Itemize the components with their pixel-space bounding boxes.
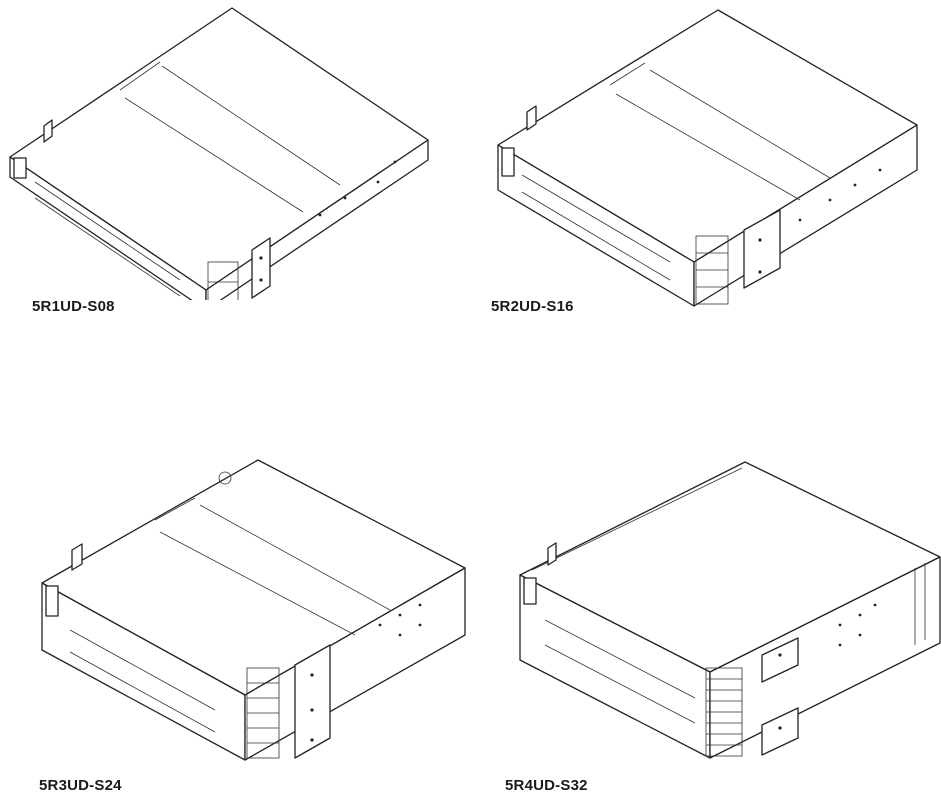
model-label-4: 5R4UD-S32 [505,777,588,794]
model-label-2: 5R2UD-S16 [491,298,574,315]
enclosure-2u-drawing: 5R2UD-S16 [470,0,941,320]
enclosure-3u-drawing: 5R3UD-S24 [0,440,470,804]
enclosure-4u-drawing: 5R4UD-S32 [470,440,941,804]
model-label-3: 5R3UD-S24 [39,777,122,794]
model-label-1: 5R1UD-S08 [32,298,115,315]
enclosure-1u-drawing: 5R1UD-S08 [0,0,470,315]
